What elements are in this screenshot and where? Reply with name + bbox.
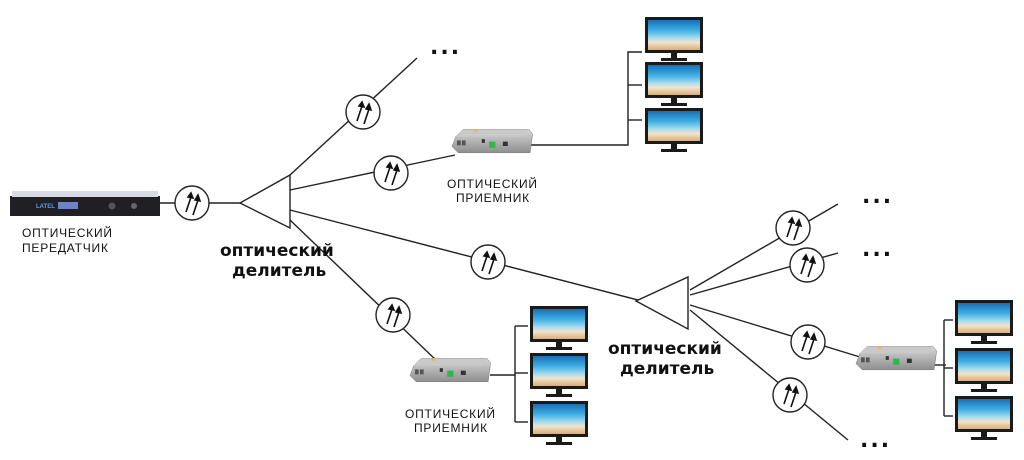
tv-icon xyxy=(955,396,1013,440)
tv-icon xyxy=(645,62,703,106)
receiver2-label-line2: ПРИЕМНИК xyxy=(414,421,488,435)
receiver2-label-line1: ОПТИЧЕСКИЙ xyxy=(405,406,496,421)
transmitter-brand: LATEL xyxy=(36,204,55,210)
bus-rx1 xyxy=(530,51,642,146)
tv-icon xyxy=(645,108,703,152)
splitter-icon xyxy=(634,275,689,331)
splitter1-label-line1: оптический xyxy=(220,241,334,261)
tv-icon xyxy=(530,353,588,397)
amplifier-icon xyxy=(373,155,409,191)
splitter-icon xyxy=(238,173,291,230)
link-splitter1-splitter2 xyxy=(289,209,639,301)
tv-group-1 xyxy=(645,17,703,152)
optical-transmitter: LATEL ОПТИЧЕСКИЙ ПЕРЕДАТЧИК xyxy=(10,191,160,255)
optical-receiver-1: ОПТИЧЕСКИЙ ПРИЕМНИК xyxy=(447,128,538,205)
optical-receiver-2: ОПТИЧЕСКИЙ ПРИЕМНИК xyxy=(405,357,496,435)
receiver-icon xyxy=(451,128,533,154)
link-splitter1-rx1 xyxy=(289,154,456,191)
continuation-dots: ... xyxy=(430,35,461,60)
continuation-dots: ... xyxy=(860,428,891,453)
amplifier-icon xyxy=(345,94,381,130)
continuation-dots: ... xyxy=(862,184,893,209)
fiber-links xyxy=(160,51,953,441)
tv-group-3 xyxy=(955,300,1013,440)
link-splitter2-a xyxy=(689,203,839,291)
transmitter-label-line1: ОПТИЧЕСКИЙ xyxy=(22,225,113,240)
amplifier-icon xyxy=(375,297,411,333)
amplifier-icon xyxy=(174,185,210,221)
tv-icon xyxy=(955,348,1013,392)
tv-icon xyxy=(530,401,588,445)
optical-splitter-1: оптический делитель xyxy=(220,173,334,281)
splitter1-label-line2: делитель xyxy=(232,261,326,281)
splitter2-label-line2: делитель xyxy=(620,359,714,379)
amplifier-icon xyxy=(775,210,811,246)
receiver-icon xyxy=(855,345,937,371)
tv-icon xyxy=(530,306,588,350)
link-splitter1-rx2 xyxy=(289,219,439,363)
tv-group-2 xyxy=(530,306,588,445)
optical-splitter-2: оптический делитель xyxy=(608,275,722,379)
transmitter-label-line2: ПЕРЕДАТЧИК xyxy=(22,241,109,255)
receiver1-label-line2: ПРИЕМНИК xyxy=(456,191,530,205)
amplifier-icon xyxy=(790,324,826,360)
tv-icon xyxy=(955,300,1013,344)
optical-receiver-3 xyxy=(855,345,937,371)
receiver1-label-line1: ОПТИЧЕСКИЙ xyxy=(447,176,538,191)
transmitter-device xyxy=(10,196,160,216)
amplifier-icon xyxy=(470,244,506,280)
splitter2-label-line1: оптический xyxy=(608,339,722,359)
continuation-dots: ... xyxy=(862,237,893,262)
tv-icon xyxy=(645,17,703,61)
link-splitter2-rx3 xyxy=(689,304,861,358)
amplifier-icon xyxy=(772,377,808,413)
amplifier-icon xyxy=(789,247,825,283)
link-splitter2-d xyxy=(689,309,849,441)
receiver-icon xyxy=(409,357,491,383)
